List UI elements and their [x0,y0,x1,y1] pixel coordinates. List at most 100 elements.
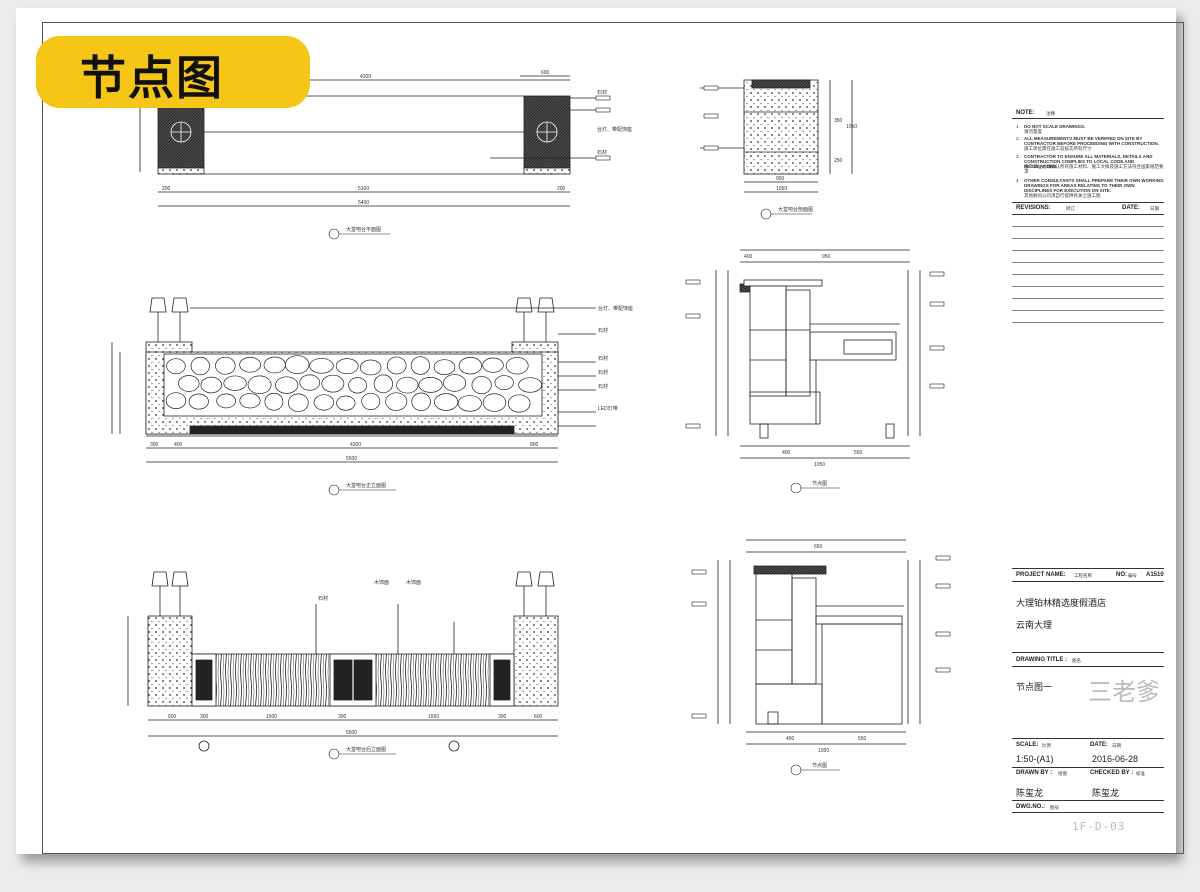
stone [373,374,393,394]
stone [396,376,419,394]
stone [239,393,261,409]
back-dim-7: 600 [534,714,543,720]
sheet-frame [42,22,1184,854]
plan-dim-bottom-2: 5100 [358,186,369,192]
front-dim-1: 300 [150,442,159,448]
small-side-3: 1050 [846,124,857,130]
stone [433,359,456,375]
note-1-num: 1. [1016,124,1020,129]
plan-dim-top-1: 4300 [360,74,371,80]
front-label-3: 石材 [598,355,608,362]
front-dim-3: 4300 [350,442,361,448]
project-label: PROJECT NAME: [1016,572,1066,578]
project-no-cn: 编号 [1128,573,1137,578]
node-a-dim-top-2: 950 [822,254,831,260]
lamp-group-left [149,297,189,342]
node-b-dim-bottom-2: 550 [858,736,867,742]
dwg-no-cn: 图号 [1050,805,1059,810]
small-section-title: 大堂吧台剖面图 [778,206,813,213]
divider [1012,214,1164,215]
divider [1012,666,1164,667]
stone [309,358,334,374]
note-4-cn: 其他顾问公司须自行提供有关之施工图 [1024,193,1101,198]
stone [165,392,187,409]
back-label-1: 石材 [318,595,328,602]
note-2-num: 2. [1016,136,1020,141]
stone [482,393,507,412]
node-b-tags: 650 400 550 1050 节点图 [691,544,951,776]
title-block: NOTE: 注释 1. DO NOT SCALE DRAWINGS. 请勿量度 … [1012,104,1172,844]
divider [1012,202,1164,203]
stone [200,376,222,394]
divider [1012,568,1164,569]
back-dim-3: 1500 [266,714,277,720]
stone [247,375,272,395]
checked-by-label: CHECKED BY : [1090,770,1134,776]
small-section-tags: 950 1050 350 250 1050 大堂吧台剖面图 [703,85,857,220]
divider [1012,581,1164,582]
date-value: 2016-06-28 [1092,754,1139,764]
notes-title: NOTE: [1016,110,1035,116]
divider [1012,250,1164,251]
stone [385,392,408,411]
small-side-1: 350 [834,118,843,124]
stone [411,392,431,411]
date-label: DATE: [1090,742,1108,748]
stone [264,392,284,411]
stone [494,375,514,391]
revisions-date-cn: 日期 [1150,206,1159,211]
plan-title: 大堂吧台平面图 [346,226,381,233]
plan-dim-bottom-1: 200 [162,186,171,192]
plan-label-3: 石材 [597,149,607,156]
stone [216,393,237,409]
stone [518,377,543,393]
front-label-1: 台灯、带配饰座 [598,305,633,312]
note-1-en: DO NOT SCALE DRAWINGS. [1024,124,1086,129]
note-4-num: 4. [1016,178,1020,183]
back-dim-5: 1550 [428,714,439,720]
back-label-2: 木饰面 [374,579,389,586]
project-location: 云南大理 [1016,620,1053,630]
stone [410,356,430,375]
sheet-code: 1F-D-03 [1072,820,1126,833]
lamp-group-back-left [151,571,189,616]
stone [359,359,382,376]
scale-label-cn: 比例 [1042,743,1051,748]
divider [1012,262,1164,263]
node-b-title: 节点图 [812,763,827,769]
stone [471,376,492,395]
project-name: 大理铂林精选度假酒店 [1016,598,1107,608]
stone [239,356,261,373]
plan-dim-total: 5400 [358,200,369,206]
small-section [700,79,853,193]
watermark: 三老爹 [1088,678,1160,706]
back-dim-2: 300 [200,714,209,720]
front-label-2: 石材 [598,327,608,334]
node-a-tags: 400 950 400 550 1050 节点图 [685,254,945,494]
stone [507,394,531,413]
stone [287,393,309,412]
plan-dim-top-2: 600 [541,70,550,76]
stone [482,357,504,373]
checked-by-value: 陈玺龙 [1092,788,1120,798]
stone [418,377,443,393]
small-dim-2: 1050 [776,186,787,192]
stone [313,394,335,411]
stone [285,355,310,374]
divider [1012,800,1164,801]
stone [215,356,236,375]
checked-by-cn: 核准 [1136,771,1145,776]
divider [1012,652,1164,653]
front-dim-4: 800 [530,442,539,448]
stone [361,392,381,410]
date-label-cn: 日期 [1112,743,1121,748]
plan-label-2: 台灯、带配饰座 [597,126,632,133]
node-a-dim-bottom-2: 550 [854,450,863,456]
divider [1012,322,1164,323]
divider [1012,118,1164,119]
front-dim-total: 5500 [346,456,357,462]
stone [263,356,286,374]
scale-label: SCALE: [1016,742,1039,748]
revisions-label: REVISIONS: [1016,205,1051,211]
